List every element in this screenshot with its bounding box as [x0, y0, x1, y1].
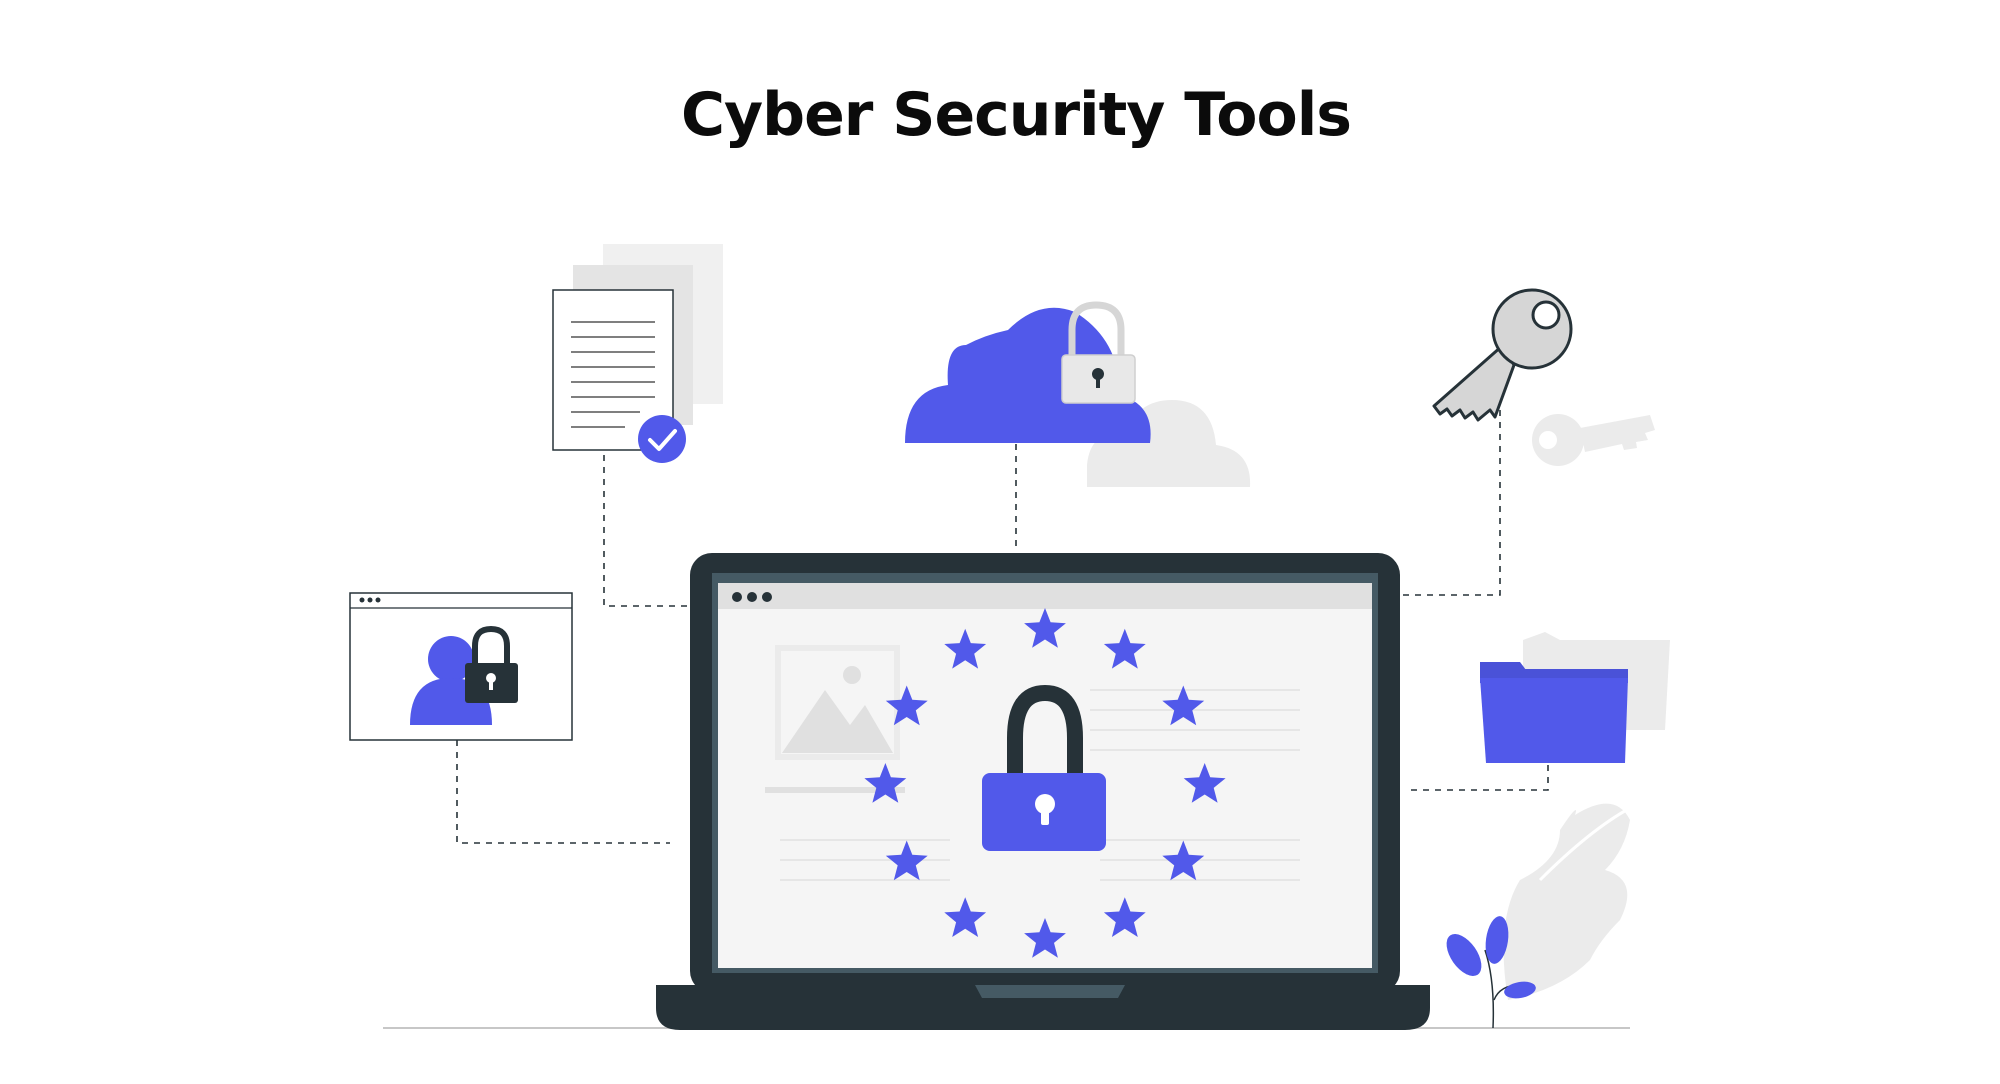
star-circle-icon — [864, 608, 1226, 958]
star-mark — [864, 763, 907, 803]
plant-icon — [1446, 803, 1631, 1029]
star-mark — [944, 628, 987, 669]
key-icon — [1432, 288, 1655, 466]
screen-content-placeholder — [765, 645, 1300, 881]
page-title: Cyber Security Tools — [681, 80, 1352, 150]
central-padlock-icon — [982, 684, 1106, 851]
star-mark — [1183, 763, 1226, 803]
star-mark — [944, 897, 987, 937]
cloud-lock-icon — [905, 301, 1251, 487]
document-check-icon — [552, 244, 723, 463]
connector-lines — [456, 398, 1549, 844]
star-mark — [1024, 608, 1066, 648]
user-lock-window-icon — [349, 592, 573, 741]
star-mark — [885, 840, 928, 881]
star-mark — [1103, 628, 1146, 669]
star-mark — [1024, 918, 1066, 958]
star-mark — [885, 685, 928, 726]
folder-icon — [1480, 632, 1670, 763]
star-mark — [1103, 897, 1146, 937]
star-mark — [1162, 840, 1205, 881]
star-mark — [1162, 685, 1205, 726]
